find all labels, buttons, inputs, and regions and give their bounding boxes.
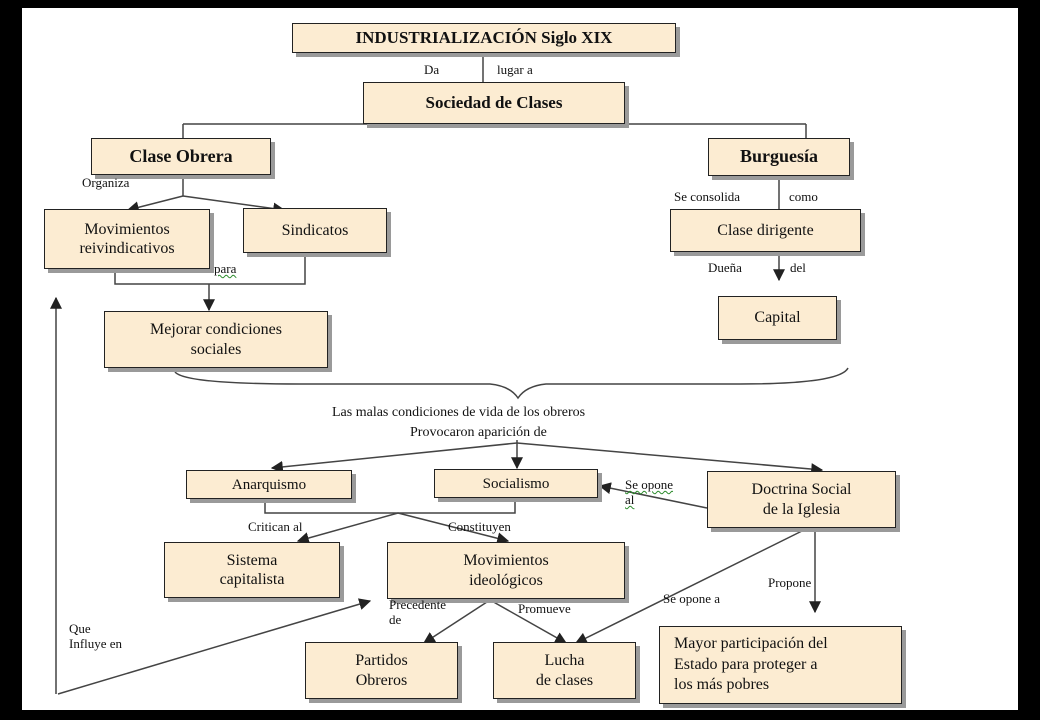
line-obrera-movimientos — [126, 195, 184, 214]
label-provocaron: Provocaron aparición de — [410, 425, 547, 440]
line-merge-sistema — [296, 512, 399, 544]
line-movimientos-mejorar — [114, 255, 306, 285]
label-lugar-a: lugar a — [497, 62, 533, 77]
line-obrera-sindicatos — [182, 195, 286, 215]
label-se-opone-al: Se opone al — [625, 477, 674, 507]
node-clase-dirigente: Clase dirigente — [670, 209, 861, 252]
label-organiza: Organiza — [82, 175, 130, 190]
line-doctrina-socialismo — [598, 482, 708, 509]
line-doctrina-lucha — [574, 528, 807, 644]
label-se-opone-a: Se opone a — [663, 591, 721, 606]
node-sociedad-clases: Sociedad de Clases — [363, 82, 625, 124]
line-provocaron-doctrina — [516, 442, 824, 476]
label-precedente-de: Precedente de — [389, 597, 447, 627]
label-propone: Propone — [768, 575, 812, 590]
node-movimientos-reivindicativos: Movimientos reivindicativos — [44, 209, 210, 269]
line-movideo-partidos — [422, 599, 491, 644]
node-sindicatos: Sindicatos — [243, 208, 387, 253]
label-como: como — [789, 189, 818, 204]
node-partidos-obreros: Partidos Obreros — [305, 642, 458, 699]
node-lucha-clases: Lucha de clases — [493, 642, 636, 699]
label-promueve: Promueve — [518, 601, 571, 616]
line-provocaron-anarquismo — [270, 442, 518, 473]
label-se-consolida: Se consolida — [674, 189, 741, 204]
line-merge-movimientos — [397, 512, 510, 545]
label-constituyen: Constituyen — [448, 519, 511, 534]
node-burguesia: Burguesía — [708, 138, 850, 176]
line-movideo-lucha — [489, 599, 568, 644]
node-industrializacion: INDUSTRIALIZACIÓN Siglo XIX — [292, 23, 676, 53]
label-critican-al: Critican al — [248, 519, 303, 534]
label-da: Da — [424, 62, 440, 77]
node-mejorar-condiciones: Mejorar condiciones sociales — [104, 311, 328, 368]
label-que-influye-en: Que Influye en — [69, 621, 123, 651]
line-anarq-social-merge — [264, 500, 516, 514]
label-duena: Dueña — [708, 260, 742, 275]
label-para: para — [214, 261, 237, 276]
node-capital: Capital — [718, 296, 837, 340]
line-partidos-movideo — [57, 598, 372, 695]
node-doctrina-social: Doctrina Social de la Iglesia — [707, 471, 896, 528]
node-clase-obrera: Clase Obrera — [91, 138, 271, 175]
curly-brace — [174, 367, 849, 400]
node-movimientos-ideologicos: Movimientos ideológicos — [387, 542, 625, 599]
node-socialismo: Socialismo — [434, 469, 598, 498]
node-mayor-participacion: Mayor participación del Estado para prot… — [659, 626, 902, 704]
node-anarquismo: Anarquismo — [186, 470, 352, 499]
label-del: del — [790, 260, 806, 275]
node-sistema-capitalista: Sistema capitalista — [164, 542, 340, 598]
label-malas-condiciones: Las malas condiciones de vida de los obr… — [332, 405, 586, 420]
